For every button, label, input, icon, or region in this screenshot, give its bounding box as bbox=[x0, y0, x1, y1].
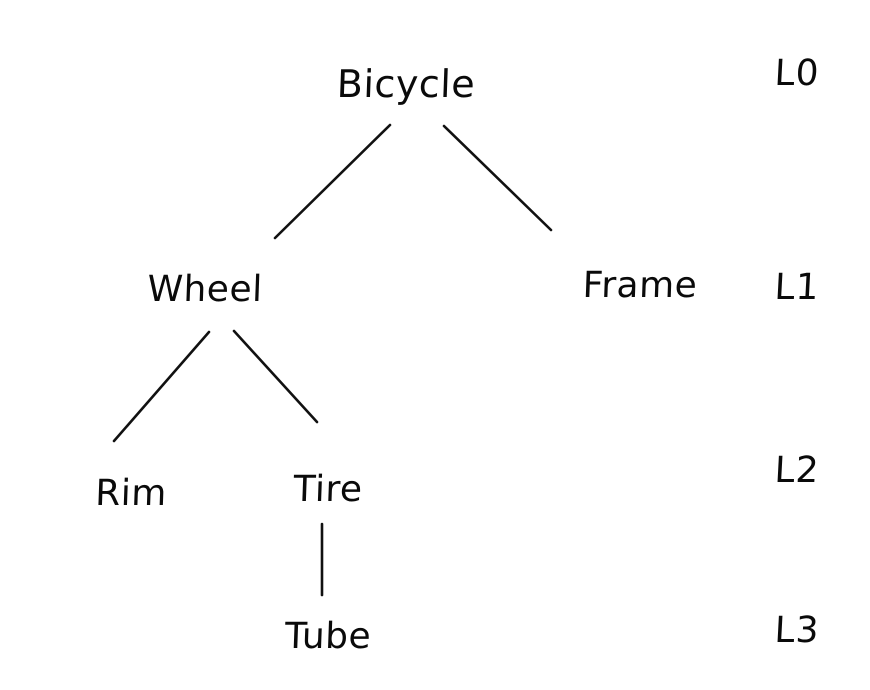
node-tube[interactable]: Tube bbox=[284, 616, 372, 657]
level-label-l3: L3 bbox=[773, 610, 821, 651]
level-label-l1: L1 bbox=[773, 267, 821, 308]
level-label-l0: L0 bbox=[773, 53, 821, 94]
edge-bicycle-frame bbox=[442, 124, 553, 232]
level-label-l2: L2 bbox=[773, 450, 821, 491]
node-frame[interactable]: Frame bbox=[581, 265, 699, 306]
node-wheel[interactable]: Wheel bbox=[146, 269, 264, 310]
edge-bicycle-wheel bbox=[273, 123, 392, 240]
edge-wheel-tire bbox=[232, 329, 319, 424]
node-rim[interactable]: Rim bbox=[94, 473, 168, 514]
node-bicycle[interactable]: Bicycle bbox=[336, 62, 476, 106]
node-tire[interactable]: Tire bbox=[292, 469, 364, 510]
edge-wheel-rim bbox=[112, 330, 211, 443]
